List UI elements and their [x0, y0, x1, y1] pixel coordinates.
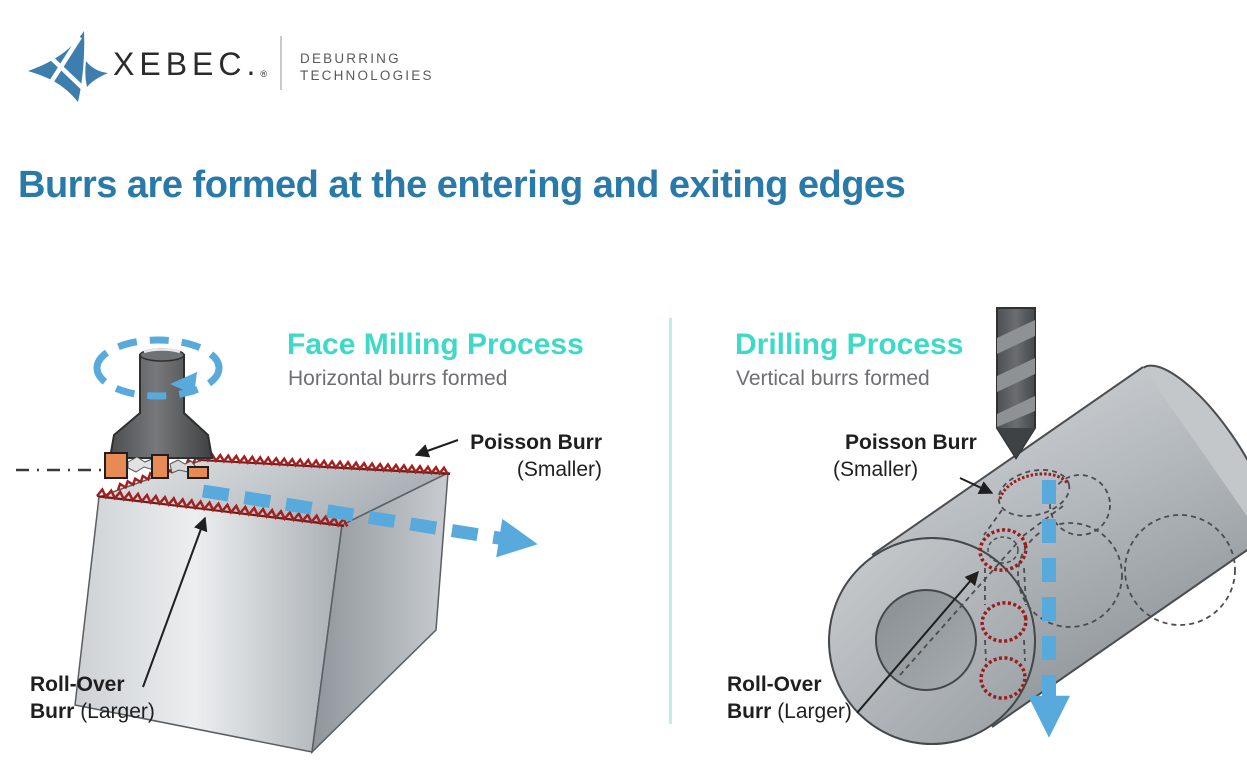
- workpiece-block: [74, 459, 451, 755]
- hidden-hole-outlines: [899, 474, 1236, 676]
- poisson-burr-name: Poisson Burr: [470, 431, 602, 454]
- drill-entry-hole: [997, 469, 1071, 517]
- logo-tagline: DEBURRING TECHNOLOGIES: [300, 50, 434, 84]
- rollover-burr-name: Burr: [30, 700, 75, 723]
- drilling-subtitle: Vertical burrs formed: [736, 367, 930, 390]
- rollover-burr-size: (Larger): [777, 700, 852, 723]
- rotation-arrow-back: [93, 336, 223, 369]
- rollover-burr-name: Burr: [727, 700, 772, 723]
- hidden-rim-inner: [987, 536, 1019, 564]
- poisson-burr-rim: [998, 472, 1070, 500]
- face-milling-title: Face Milling Process: [287, 328, 584, 361]
- xebec-logo-icon: [28, 31, 108, 102]
- page-title: Burrs are formed at the entering and exi…: [18, 164, 906, 206]
- cylinder-bore: [875, 589, 977, 691]
- rollover-burr-line1: Roll-Over: [30, 673, 125, 696]
- poisson-burr-label: Poisson Burr (Smaller): [833, 429, 1003, 483]
- face-milling-diagram: [16, 336, 538, 755]
- poisson-burr-size: (Smaller): [833, 458, 919, 481]
- logo-wordmark: XEBEC.®: [113, 46, 267, 83]
- poisson-burr-arrow: [959, 477, 994, 494]
- milling-feed-arrow: [201, 484, 538, 558]
- poisson-burr-label: Poisson Burr (Smaller): [438, 429, 602, 483]
- rollover-burr-line1: Roll-Over: [727, 673, 822, 696]
- drill-bit-icon: [996, 307, 1036, 460]
- logo-brand-suffix: .: [246, 46, 261, 82]
- milling-cutter-icon: [104, 348, 214, 479]
- logo-divider: [280, 36, 282, 90]
- burr-edges: [96, 451, 451, 528]
- face-milling-subtitle: Horizontal burrs formed: [288, 367, 508, 390]
- poisson-burr-name: Poisson Burr: [845, 431, 977, 454]
- rollover-burr-rims: [978, 528, 1028, 700]
- drilling-title: Drilling Process: [735, 328, 964, 361]
- workpiece-cylinder: [828, 364, 1247, 745]
- poisson-burr-size: (Smaller): [516, 458, 602, 481]
- burr-edge-back: [198, 451, 449, 476]
- burr-edge-front: [96, 487, 349, 528]
- registered-mark: ®: [260, 69, 268, 79]
- tagline-line2: TECHNOLOGIES: [300, 68, 434, 83]
- rollover-burr-arrow: [856, 570, 979, 714]
- poisson-burr-arrow: [414, 439, 459, 458]
- logo-brand: XEBEC: [113, 46, 247, 82]
- rollover-burr-label: Roll-Over Burr (Larger): [30, 671, 155, 725]
- rotation-arrow-front: [93, 367, 223, 400]
- drilling-diagram: [828, 307, 1247, 745]
- rollover-burr-arrow: [142, 516, 208, 688]
- tagline-line1: DEBURRING: [300, 51, 401, 66]
- rollover-burr-size: (Larger): [80, 700, 155, 723]
- rollover-burr-label: Roll-Over Burr (Larger): [727, 671, 852, 725]
- panel-divider: [669, 318, 672, 724]
- rotation-arrowhead: [170, 372, 197, 395]
